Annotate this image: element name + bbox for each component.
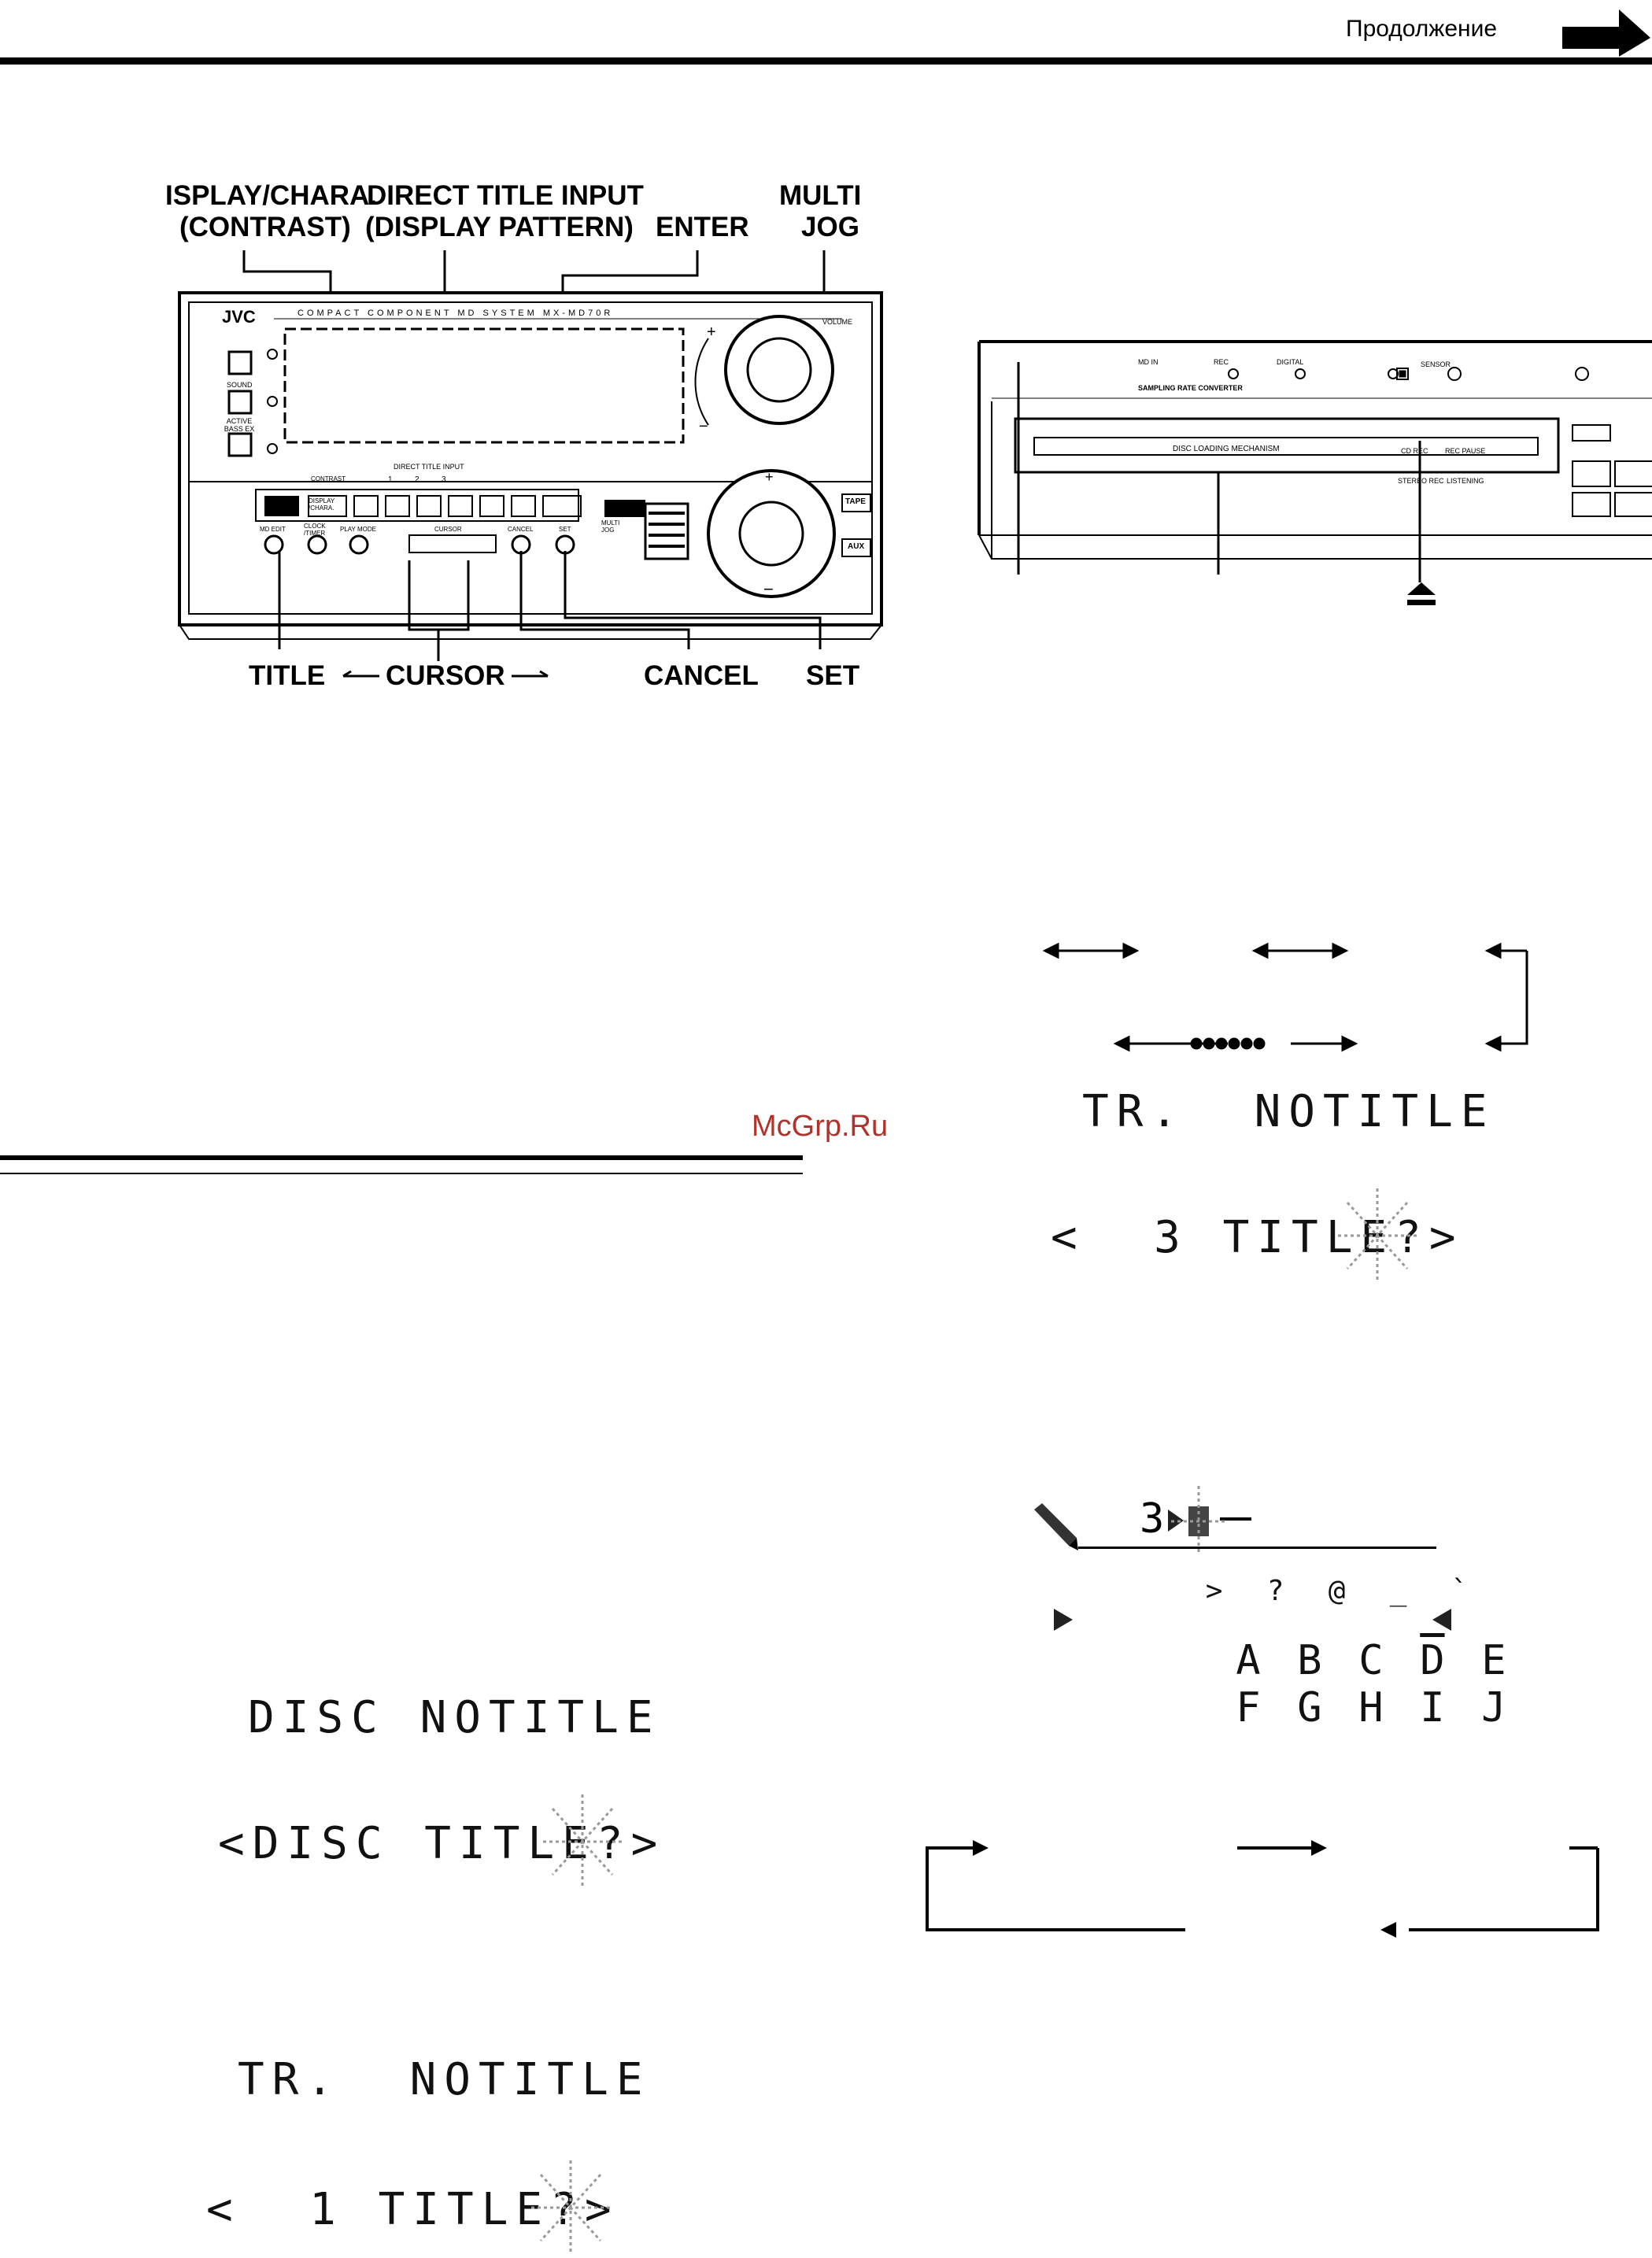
char-0-0: > (1205, 1575, 1223, 1607)
char-0-3: _ (1389, 1575, 1407, 1607)
panel-clock-timer: CLOCK /TIMER (304, 523, 326, 537)
char-2-3: I (1420, 1684, 1445, 1731)
display-track1-prompt: < 1 TITLE?> (206, 2184, 619, 2235)
char-1-0: A (1236, 1637, 1261, 1684)
md-slot: DISC LOADING MECHANISM (1173, 445, 1280, 453)
char-1-4: E (1481, 1637, 1506, 1684)
eject-icon (1407, 582, 1436, 605)
label-jog: JOG (801, 212, 859, 242)
label-display-chara: ISPLAY/CHARA. (165, 180, 378, 211)
header-rule (0, 57, 1652, 65)
svg-text:−: − (699, 418, 708, 435)
continue-arrow-icon (1562, 9, 1650, 57)
char-2-4: J (1481, 1684, 1506, 1731)
panel-display-chara: DISPLAY /CHARA. (309, 497, 335, 512)
md-sampling: SAMPLING RATE CONVERTER (1138, 384, 1243, 392)
panel-multi-jog-small: MULTI JOG (601, 519, 620, 534)
panel-aux: AUX (848, 542, 865, 551)
label-direct-title-input: DIRECT TITLE INPUT (367, 180, 644, 211)
md-md-in: MD IN (1138, 358, 1159, 366)
label-contrast: (CONTRAST) (179, 212, 351, 242)
panel-active-bass: ACTIVE BASS EX (224, 417, 255, 433)
md-digital: DIGITAL (1277, 358, 1304, 366)
panel-set-small: SET (559, 526, 571, 533)
svg-text:+: + (707, 323, 716, 341)
char-2-0: F (1236, 1684, 1261, 1731)
display-tr-notitle-right: TR. NOTITLE (1082, 1086, 1495, 1137)
panel-volume: VOLUME (822, 318, 853, 326)
panel-cancel-small: CANCEL (508, 526, 534, 533)
char-1-3: D (1420, 1637, 1445, 1684)
md-cd-rec: CD REC (1401, 447, 1428, 455)
panel-tape: TAPE (845, 497, 866, 506)
panel-number-3: 3 (442, 475, 446, 484)
receiver-drawing: + − + − (178, 250, 884, 661)
char-2-1: G (1297, 1684, 1322, 1731)
char-1-2: C (1358, 1637, 1384, 1684)
cursor-left-arrow-icon (342, 670, 379, 678)
panel-play-mode: PLAY MODE (340, 526, 376, 533)
md-listening: LISTENING (1447, 477, 1484, 485)
display-cycle-diagram (1042, 942, 1528, 1052)
md-stereo-rec: STEREO REC (1398, 477, 1444, 485)
panel-md-edit: MD EDIT (260, 526, 286, 533)
blink-icon-disc (543, 1794, 622, 1889)
mode-cycle-diagram (926, 1840, 1599, 1938)
char-0-4: ` (1451, 1575, 1469, 1607)
panel-number-2: 2 (415, 475, 419, 484)
md-rec-pause: REC PAUSE (1445, 447, 1486, 455)
panel-brand: JVC (222, 307, 256, 327)
char-0-1: ? (1266, 1575, 1284, 1607)
label-set: SET (806, 660, 860, 691)
display-disc-title-prompt: <DISC TITLE?> (218, 1818, 666, 1869)
entry-cursor-icon (1168, 1486, 1251, 1555)
row-right-marker-icon (1432, 1609, 1451, 1631)
cursor-right-arrow-icon (512, 670, 549, 678)
panel-direct-title-small: DIRECT TITLE INPUT (394, 463, 464, 471)
label-cursor: CURSOR (386, 660, 505, 691)
panel-model-line: COMPACT COMPONENT MD SYSTEM MX-MD70R (298, 309, 614, 318)
svg-text:−: − (763, 579, 774, 599)
label-display-pattern: (DISPLAY PATTERN) (365, 212, 634, 242)
display-track3-prompt: < 3 TITLE?> (1051, 1212, 1464, 1263)
panel-number-1: 1 (388, 475, 393, 484)
md-deck-drawing (978, 340, 1652, 582)
char-1-1: B (1297, 1637, 1322, 1684)
char-row-0: >? @ _ ` (1137, 1543, 1513, 1639)
display-tr-notitle-left: TR. NOTITLE (238, 2054, 651, 2105)
panel-contrast-small: CONTRAST (311, 475, 346, 482)
panel-sound: SOUND (227, 381, 253, 389)
entry-rule (1078, 1547, 1436, 1549)
label-title: TITLE (249, 660, 326, 691)
blink-icon-track1 (531, 2160, 610, 2255)
watermark: McGrp.Ru (752, 1110, 889, 1143)
display-disc-notitle: DISC NOTITLE (248, 1692, 661, 1743)
blink-icon (1338, 1188, 1417, 1283)
label-multi: MULTI (779, 180, 862, 211)
entry-track-number: 3 (1140, 1495, 1165, 1543)
label-cancel: CANCEL (644, 660, 759, 691)
section-rule (0, 1155, 803, 1160)
continuation-label: Продолжение (1346, 16, 1498, 42)
panel-cursor-small: CURSOR (434, 526, 462, 533)
char-2-2: H (1358, 1684, 1384, 1731)
section-rule-thin (0, 1173, 803, 1174)
svg-text:+: + (765, 469, 774, 485)
md-rec: REC (1214, 358, 1229, 366)
char-0-2: @ (1328, 1575, 1346, 1607)
row-left-marker-icon (1054, 1609, 1073, 1631)
md-sensor: SENSOR (1421, 360, 1451, 368)
label-enter: ENTER (656, 212, 749, 242)
pencil-icon (1034, 1503, 1078, 1550)
